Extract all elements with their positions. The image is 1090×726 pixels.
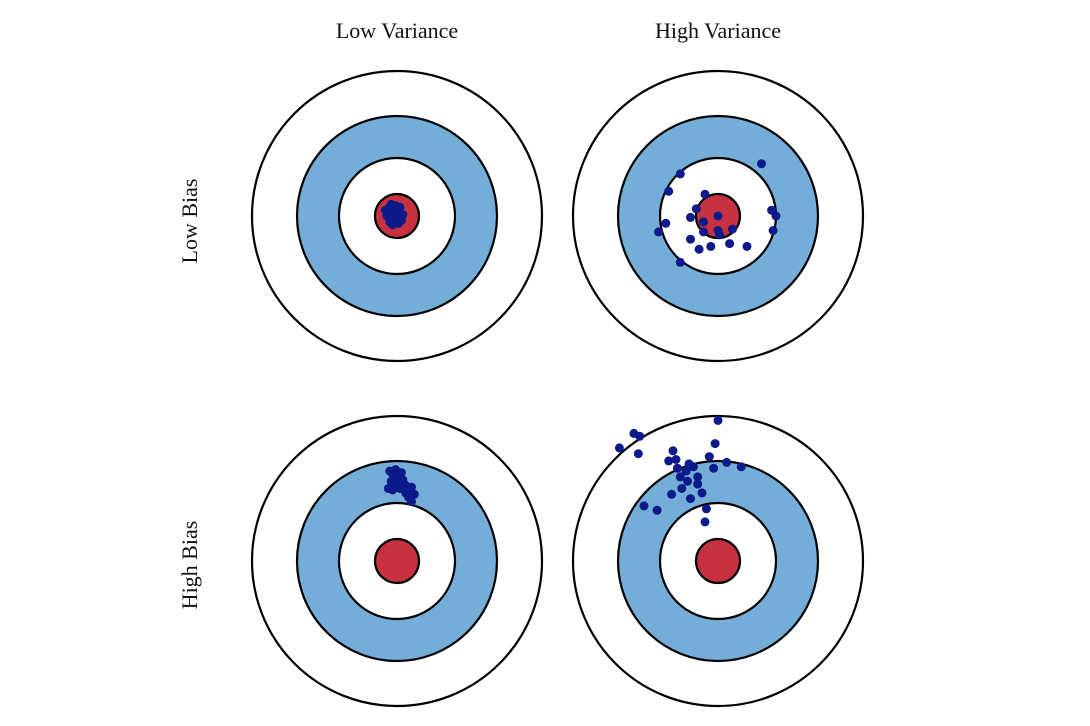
prediction-dot (736, 462, 746, 472)
row-label-high-bias: High Bias (177, 521, 202, 610)
row-label-low-bias: Low Bias (177, 179, 202, 264)
prediction-dot (706, 241, 716, 251)
prediction-dot (710, 439, 720, 449)
column-label-high-variance: High Variance (655, 18, 781, 43)
prediction-dot (709, 463, 719, 473)
target-high-bias-high-variance (571, 414, 865, 708)
prediction-dot (681, 466, 691, 476)
prediction-dot (675, 169, 685, 179)
prediction-dot (393, 211, 403, 221)
prediction-dot (409, 489, 419, 499)
prediction-dot (671, 455, 681, 464)
prediction-dot (725, 239, 735, 249)
bullseye (373, 537, 421, 585)
prediction-dot (683, 476, 692, 486)
prediction-dot (654, 227, 663, 237)
prediction-dot (396, 468, 406, 478)
prediction-dot (742, 241, 752, 251)
prediction-dot (713, 211, 723, 221)
prediction-dot (395, 202, 405, 212)
prediction-dot (661, 218, 671, 228)
prediction-dot (771, 211, 781, 221)
prediction-dot (399, 479, 409, 489)
prediction-dot (629, 428, 639, 438)
prediction-dot (700, 517, 710, 527)
prediction-dot (407, 497, 416, 507)
bullseye (694, 537, 742, 585)
prediction-dot (684, 459, 694, 469)
prediction-dot (388, 485, 398, 495)
prediction-dot (633, 449, 643, 459)
prediction-dot (614, 443, 624, 453)
target-high-bias-low-variance (250, 414, 544, 708)
prediction-dot (664, 456, 674, 466)
prediction-dot (713, 226, 723, 235)
prediction-dot (713, 415, 723, 425)
prediction-dot (380, 205, 390, 215)
prediction-dot (686, 212, 695, 222)
prediction-dot (672, 463, 682, 473)
prediction-dot (691, 204, 701, 214)
prediction-dot (768, 226, 778, 235)
prediction-dot (652, 505, 662, 515)
prediction-dot (675, 472, 685, 482)
prediction-dot (700, 189, 710, 199)
prediction-dot (668, 446, 678, 456)
prediction-dot (694, 244, 704, 254)
prediction-dot (757, 159, 766, 169)
prediction-dot (693, 479, 703, 489)
prediction-dot (407, 482, 416, 492)
prediction-dot (677, 484, 687, 493)
prediction-dot (686, 234, 695, 244)
prediction-dot (686, 494, 695, 504)
prediction-dot (722, 457, 732, 467)
prediction-dot (667, 489, 677, 499)
target-low-bias-high-variance (571, 69, 865, 363)
prediction-dot (693, 472, 703, 482)
target-low-bias-low-variance (250, 69, 544, 363)
target-panels (250, 69, 865, 708)
prediction-dot (697, 488, 707, 498)
prediction-dot (701, 504, 711, 514)
prediction-dot (728, 224, 737, 234)
prediction-dot (388, 220, 398, 230)
prediction-dot (699, 227, 708, 237)
prediction-dot (699, 217, 708, 227)
prediction-dot (704, 452, 714, 462)
prediction-dot (639, 501, 649, 511)
prediction-dot (664, 186, 674, 196)
prediction-dot (675, 257, 685, 267)
column-label-low-variance: Low Variance (336, 18, 458, 43)
